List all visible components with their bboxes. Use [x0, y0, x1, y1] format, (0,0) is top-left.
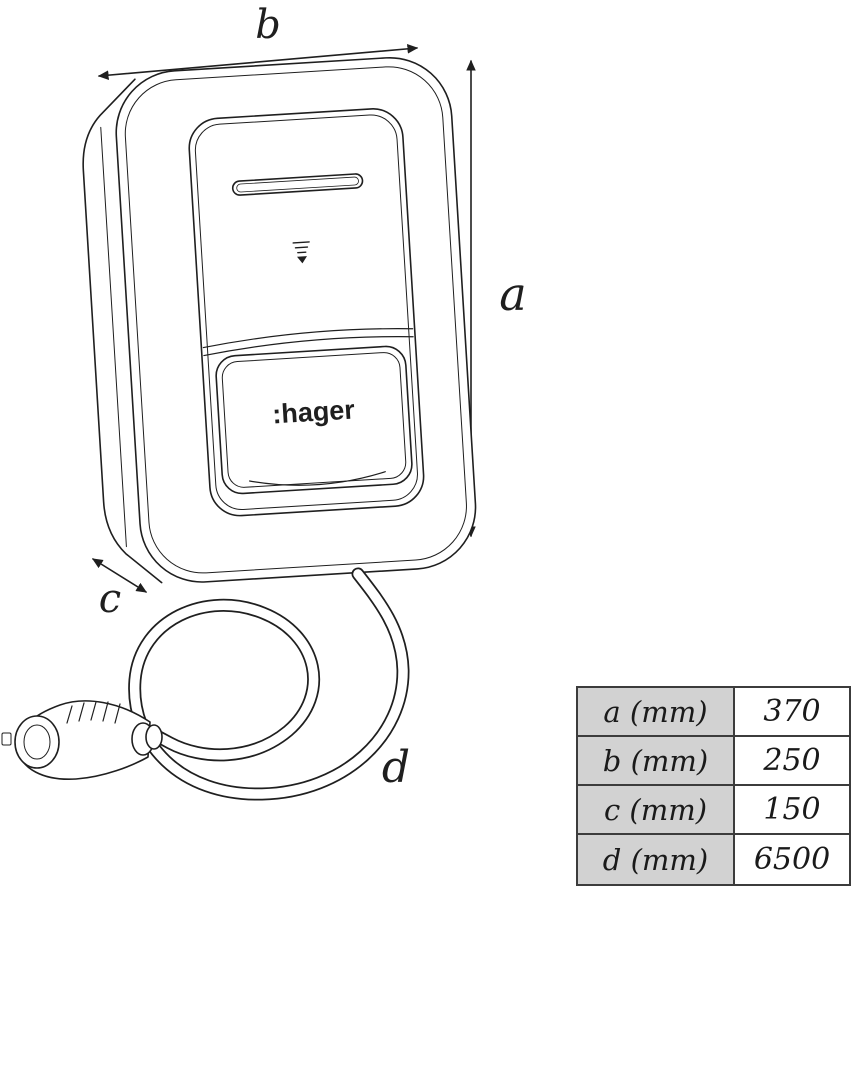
brand-logo: :hager [271, 394, 356, 429]
connector-head [14, 715, 60, 769]
charge-indicator-icon [292, 241, 310, 264]
table-cell-value: 250 [735, 737, 849, 784]
table-cell-value: 150 [735, 786, 849, 833]
charging-cable [128, 567, 410, 801]
socket-flap [215, 345, 413, 495]
table-cell-label: c (mm) [578, 786, 735, 833]
dimension-arrow-b [97, 44, 419, 80]
table-cell-label: b (mm) [578, 737, 735, 784]
dimension-arrow-c [91, 558, 148, 593]
dimension-label-a: a [499, 267, 526, 321]
dimension-label-b: b [255, 2, 281, 48]
table-cell-value: 370 [735, 688, 849, 735]
table-cell-label: d (mm) [578, 835, 735, 884]
table-cell-label: a (mm) [578, 688, 735, 735]
charging-connector [1, 700, 163, 780]
table-row: a (mm) 370 [578, 688, 849, 737]
table-row: d (mm) 6500 [578, 835, 849, 884]
table-row: c (mm) 150 [578, 786, 849, 835]
status-light-slot [231, 173, 364, 196]
table-row: b (mm) 250 [578, 737, 849, 786]
dimension-label-d: d [382, 742, 410, 793]
dimensions-table: a (mm) 370 b (mm) 250 c (mm) 150 d (mm) … [576, 686, 851, 886]
table-cell-value: 6500 [735, 835, 849, 884]
wallbox-body: :hager [82, 56, 477, 584]
dimension-label-c: c [99, 576, 121, 622]
